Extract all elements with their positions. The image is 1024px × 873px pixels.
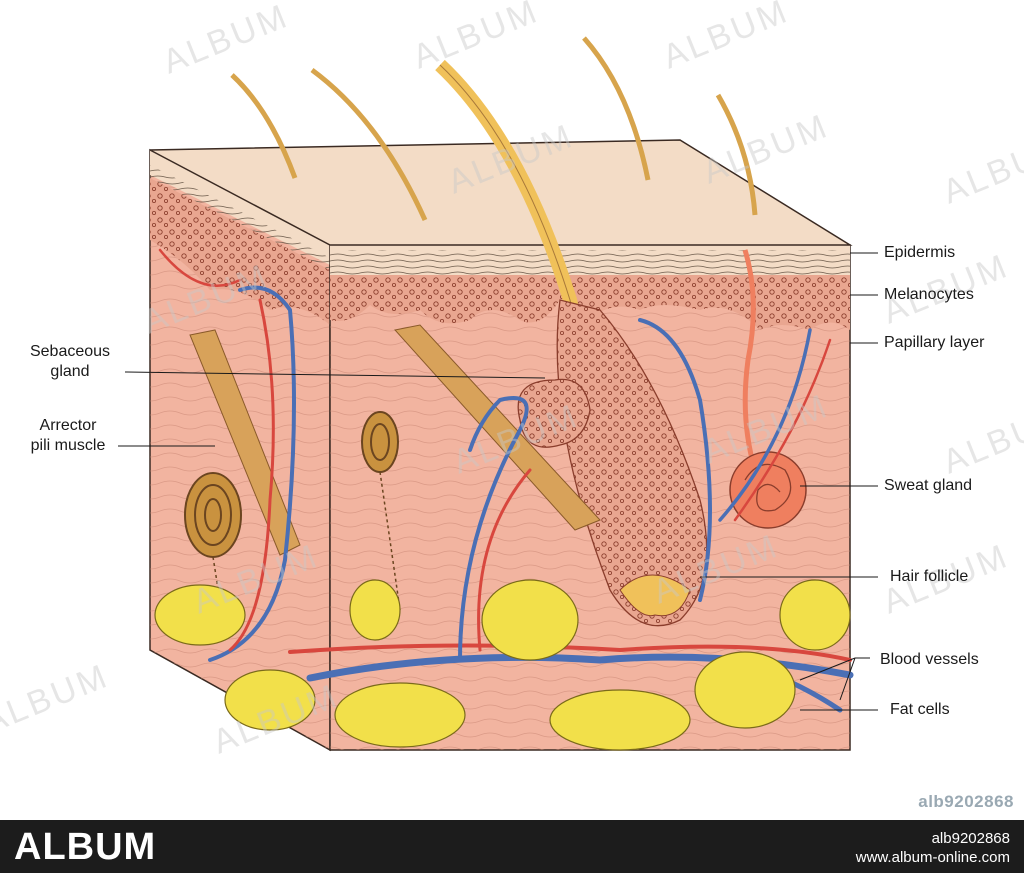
footer-bar: ALBUM alb9202868 www.album-online.com	[0, 820, 1024, 873]
label-arrector-pili-muscle: Arrector pili muscle	[18, 416, 118, 456]
label-sweat-gland: Sweat gland	[884, 477, 973, 494]
skin-cross-section-illustration	[118, 36, 878, 752]
hairs	[230, 36, 758, 592]
footer-url: www.album-online.com	[855, 849, 1010, 866]
footer-logo: ALBUM	[14, 826, 157, 868]
label-sebaceous-gland-line2: gland	[50, 363, 90, 380]
label-arrector-line1: Arrector	[39, 417, 97, 434]
label-fat-cells: Fat cells	[890, 701, 950, 718]
skin-diagram: ALBUM ALBUM ALBUM ALBUM ALBUM ALBUM ALBU…	[0, 0, 1024, 761]
label-hair-follicle: Hair follicle	[890, 568, 969, 585]
image-id: alb9202868	[918, 792, 1014, 811]
label-epidermis: Epidermis	[884, 244, 956, 261]
label-papillary-layer: Papillary layer	[884, 334, 985, 351]
label-blood-vessels: Blood vessels	[880, 651, 979, 668]
label-melanocytes: Melanocytes	[884, 286, 974, 303]
label-sebaceous-gland-line1: Sebaceous	[29, 343, 111, 360]
footer-image-id: alb9202868	[931, 830, 1010, 847]
sebaceous-gland	[517, 378, 591, 448]
label-sebaceous-gland: Sebaceous gland	[20, 342, 120, 382]
sweat-gland	[729, 249, 807, 529]
nerve-corpuscles	[184, 411, 401, 641]
label-arrector-line2: pili muscle	[30, 437, 106, 454]
fat-cells	[154, 579, 851, 751]
hair-follicle	[556, 299, 708, 627]
leader-lines	[118, 252, 878, 711]
